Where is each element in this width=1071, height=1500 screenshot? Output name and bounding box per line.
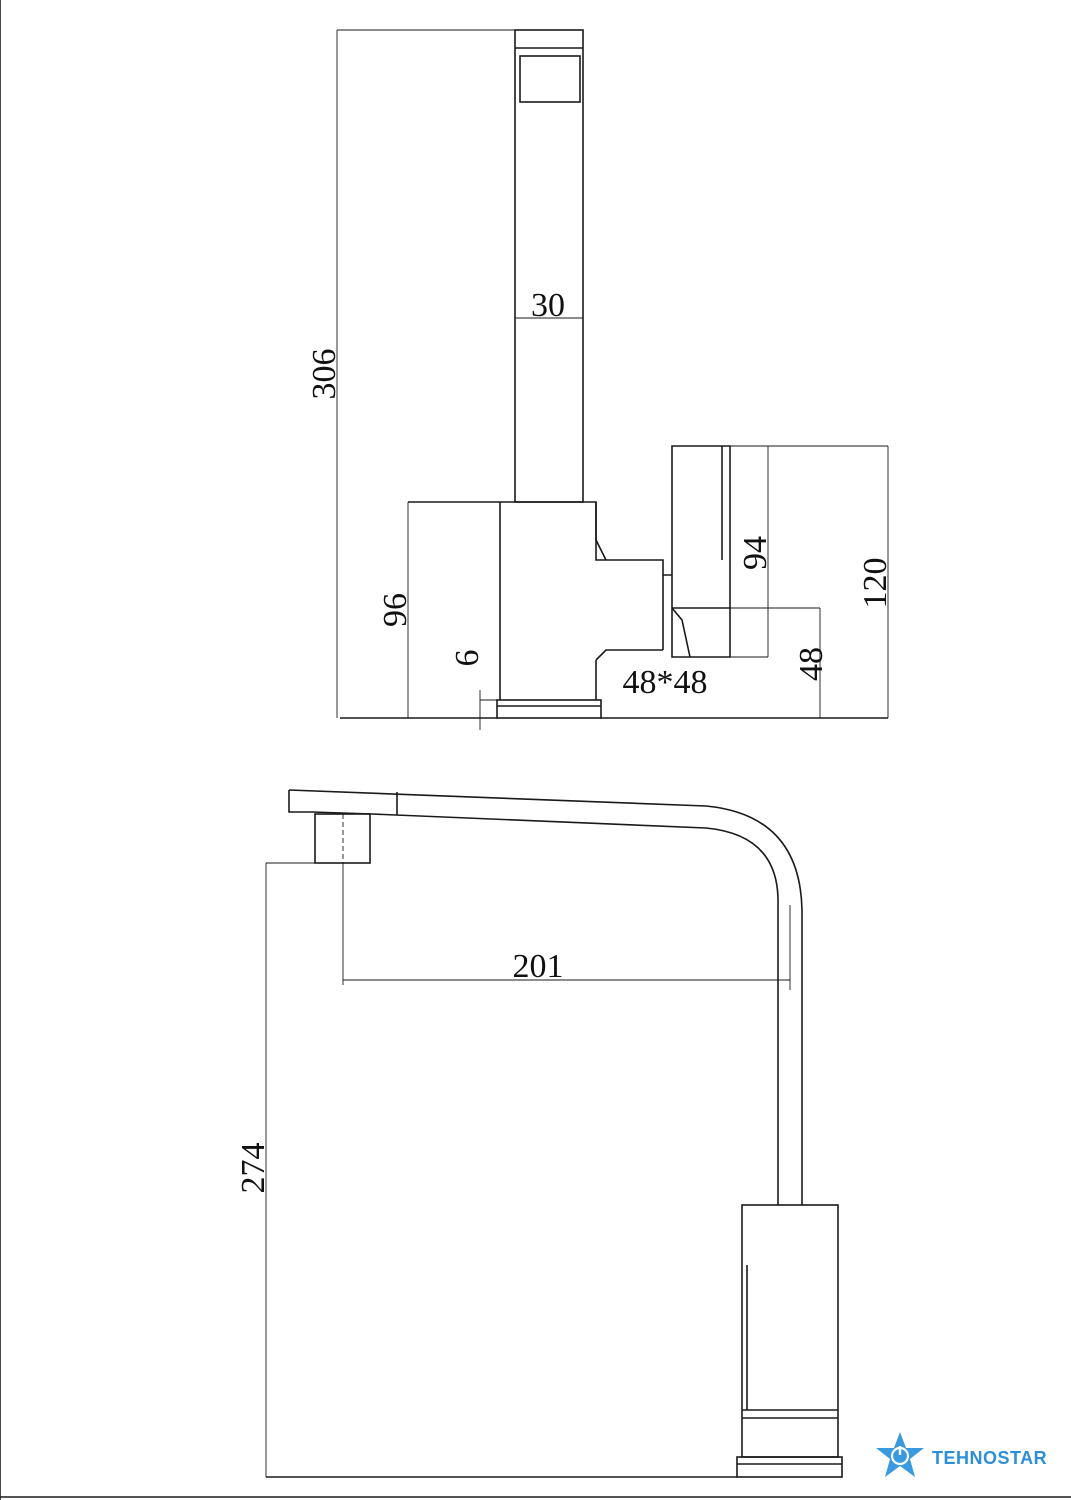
dim-spout-height: 274 — [235, 1143, 272, 1194]
dim-lever-total: 120 — [857, 558, 894, 609]
side-spout-top — [288, 789, 803, 1205]
side-dimensions — [265, 862, 790, 1477]
dim-base-size: 48*48 — [623, 664, 708, 701]
star-power-icon — [876, 1432, 924, 1477]
dim-total-height: 306 — [306, 349, 343, 400]
front-base — [496, 699, 602, 719]
side-base — [736, 1456, 843, 1478]
dim-lever-height: 94 — [737, 536, 774, 570]
side-view — [266, 789, 843, 1478]
logo-text: TEHNOSTAR — [932, 1448, 1047, 1468]
dim-lever-base: 48 — [793, 647, 830, 681]
front-dimensions — [336, 29, 889, 730]
front-column — [514, 29, 584, 503]
side-aerator — [314, 813, 371, 864]
side-body — [741, 1204, 839, 1458]
side-spout-bottom — [288, 790, 779, 1205]
front-body — [408, 445, 731, 658]
dim-spout-reach: 201 — [513, 948, 564, 985]
tehnostar-logo: TEHNOSTAR — [876, 1432, 1047, 1477]
dim-body-height: 96 — [377, 593, 414, 627]
dim-column-width: 30 — [531, 287, 565, 324]
front-view — [340, 29, 888, 719]
dim-base-thickness: 6 — [449, 650, 486, 667]
